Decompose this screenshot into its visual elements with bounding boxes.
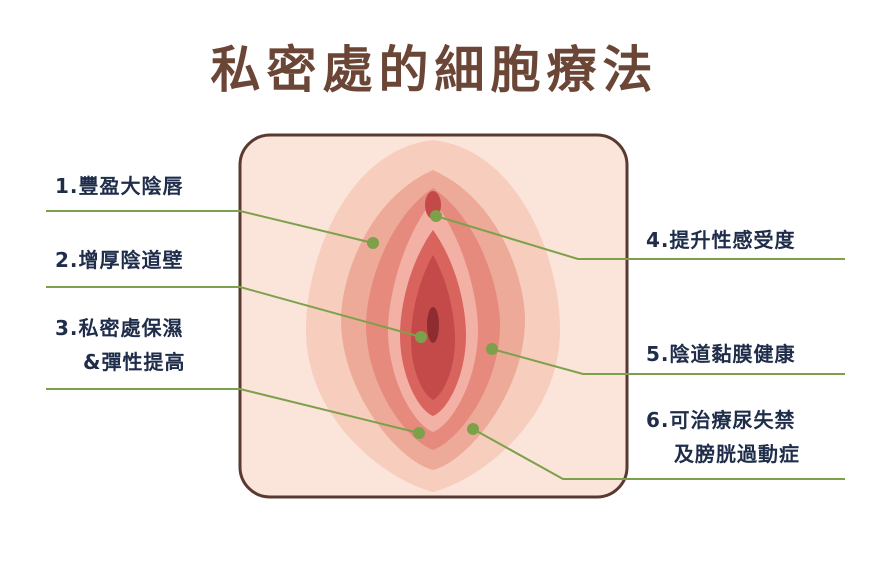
canal-shape (427, 307, 439, 343)
marker-dot-4 (430, 210, 442, 222)
leader-line-5 (491, 348, 845, 375)
leader-line-4 (435, 215, 845, 260)
marker-dot-3 (413, 427, 425, 439)
marker-dots (367, 210, 498, 439)
leader-line-3 (46, 388, 420, 434)
leader-line-2 (46, 286, 422, 338)
page-title: 私密處的細胞療法 (210, 40, 659, 99)
leader-lines (46, 210, 845, 480)
label-4: 4.提升性感受度 (646, 228, 796, 252)
leader-line-6 (472, 428, 845, 480)
marker-dot-6 (467, 423, 479, 435)
marker-dot-1 (367, 237, 379, 249)
marker-dot-5 (486, 343, 498, 355)
label-3-line-2: &彈性提高 (83, 350, 186, 374)
label-6-line-2: 及膀胱過動症 (674, 442, 800, 466)
leader-line-1 (46, 210, 374, 244)
marker-dot-2 (415, 331, 427, 343)
label-6-line-1: 6.可治療尿失禁 (646, 408, 796, 432)
label-6: 6.可治療尿失禁 及膀胱過動症 (646, 403, 800, 471)
label-2: 2.增厚陰道壁 (55, 248, 184, 272)
label-5: 5.陰道黏膜健康 (646, 342, 796, 366)
label-1: 1.豐盈大陰唇 (55, 174, 184, 198)
label-3-line-1: 3.私密處保濕 (55, 316, 184, 340)
label-3: 3.私密處保濕 &彈性提高 (55, 311, 185, 379)
